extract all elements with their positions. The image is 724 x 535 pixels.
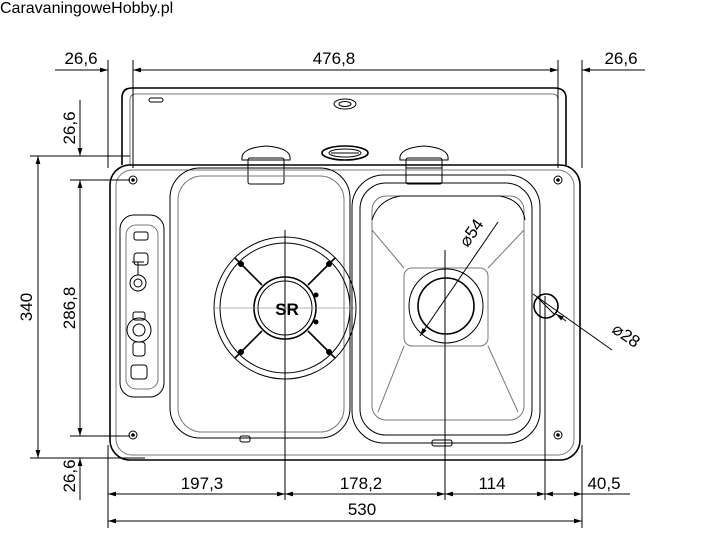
screw-bottom-right	[553, 430, 563, 440]
dim-left-inner: 286,8	[60, 287, 79, 330]
screw-bottom-left	[128, 430, 138, 440]
hinge-right	[399, 145, 449, 185]
hob-sink-unit: SR	[109, 87, 581, 461]
lid-clip	[148, 97, 164, 103]
dim-bottom-sink: 114	[478, 474, 505, 493]
igniter-knob	[129, 274, 147, 292]
hob-well	[169, 167, 351, 439]
dim-left-bottom: 26,6	[60, 459, 79, 492]
lid-handle	[321, 145, 369, 161]
dim-hole-diameter: ⌀28	[609, 319, 644, 351]
dim-bottom-burner: 197,3	[181, 474, 224, 493]
dim-top-middle: 476,8	[313, 49, 356, 68]
watermark-text: CaravaningoweHobby.pl	[0, 0, 174, 17]
dim-top-left: 26,6	[64, 49, 97, 68]
lid-vent	[333, 98, 357, 110]
dim-top-right: 26,6	[604, 49, 637, 68]
burner-label: SR	[275, 300, 299, 319]
dim-bottom-total: 530	[348, 500, 376, 519]
dim-left-top: 26,6	[60, 111, 79, 144]
gas-knob	[126, 317, 152, 343]
dim-bottom-right: 40,5	[587, 474, 620, 493]
control-strip	[119, 214, 165, 398]
screw-top-right	[553, 175, 563, 185]
sink-bowl	[351, 174, 541, 447]
dim-left-outer: 340	[17, 293, 36, 321]
sink-drain	[408, 268, 484, 344]
outer-frame	[109, 164, 581, 461]
tap-hole	[533, 293, 559, 319]
dim-bottom-mid: 178,2	[340, 474, 383, 493]
dimension-geometry	[30, 60, 645, 528]
back-panel	[121, 87, 567, 165]
